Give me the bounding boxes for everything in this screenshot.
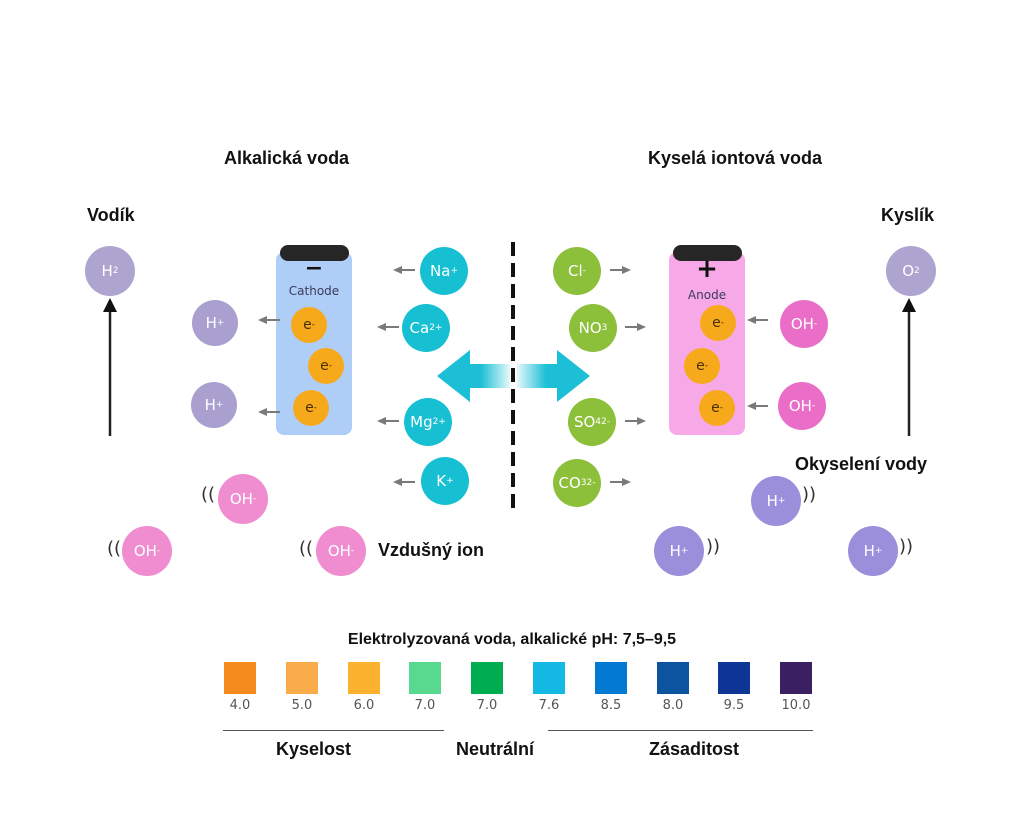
ph-value-label: 8.0 [662,698,684,713]
acidic-ion-water-title: Kyselá iontová voda [648,148,823,168]
arrow-left-small [393,478,415,486]
hydrogen-rise-arrow [103,298,117,436]
arrow-right-small [625,417,646,425]
electron: e- [308,348,344,384]
arrow-left-small [258,408,280,416]
hydroxide-air-ion: OH- [122,526,172,576]
hydroxide-ion: OH- [778,382,826,430]
o2-symbol: O [902,262,915,280]
ph-value-label: 7.0 [414,698,436,713]
ph-swatch [657,662,689,694]
ph-swatch [780,662,812,694]
water-acidification-label: Okyselení vody [795,454,928,474]
hydrogen-ion: H+ [192,300,238,346]
arrow-left-small [747,402,768,410]
arrow-left-small [747,316,768,324]
ph-value-label: 7.6 [538,698,560,713]
ph-swatch [595,662,627,694]
sodium-ion: Na+ [420,247,468,295]
hydrogen-label: Vodík [87,205,135,225]
arrow-right-small [610,266,631,274]
vibration-icon: )) [802,484,817,505]
arrow-left-small [377,323,399,331]
ph-value-label: 4.0 [229,698,251,713]
vibration-icon: )) [899,536,914,557]
arrow-left-small [393,266,415,274]
air-ion-label: Vzdušný ion [378,540,485,560]
electron: e- [293,390,329,426]
arrow-right-small [610,478,631,486]
acidity-bracket-line [223,730,444,731]
ph-swatch [409,662,441,694]
vibration-icon: (( [299,538,314,559]
vibration-icon: (( [107,538,122,559]
diffusion-arrow-right [517,350,590,402]
ph-value-label: 9.5 [723,698,745,713]
ph-value-label: 8.5 [600,698,622,713]
diffusion-arrow-left [437,350,510,402]
electron: e- [291,307,327,343]
electron: e- [684,348,720,384]
acidity-label: Kyselost [276,739,352,759]
vibration-icon: (( [201,484,216,505]
ph-value-label: 6.0 [353,698,375,713]
arrow-head [103,298,117,312]
ph-value-label: 10.0 [781,698,811,713]
electron: e- [700,305,736,341]
alkaline-water-title: Alkalická voda [224,148,350,168]
arrow-head [902,298,916,312]
ph-swatch [224,662,256,694]
anode-cap [673,245,742,261]
ph-value-label: 5.0 [291,698,313,713]
arrow-left-small [377,417,399,425]
cathode-label: Cathode [288,284,340,298]
plus-sign: + [696,254,718,284]
oxygen-rise-arrow [902,298,916,436]
arrow-right-small [625,323,646,331]
arrow-left-small [258,316,280,324]
neutral-label: Neutrální [456,739,535,759]
hydrogen-ion: H+ [191,382,237,428]
hydroxide-air-ion: OH- [316,526,366,576]
ph-scale-title: Elektrolyzovaná voda, alkalické pH: 7,5–… [347,631,677,648]
chloride-ion: Cl- [553,247,601,295]
minus-sign: − [304,256,324,281]
hydroxide-air-ion: OH- [218,474,268,524]
potassium-ion: K+ [421,457,469,505]
electron: e- [699,390,735,426]
alkalinity-label: Zásaditost [649,739,740,759]
ph-swatch [471,662,503,694]
hydrogen-ion-acidification: H+ [751,476,801,526]
ph-swatch [718,662,750,694]
hydrogen-ion-acidification: H+ [848,526,898,576]
ph-value-label: 7.0 [476,698,498,713]
h2-symbol: H [101,262,113,280]
cathode-cap [280,245,349,261]
vibration-icon: )) [706,536,721,557]
ph-swatch [286,662,318,694]
alkalinity-bracket-line [548,730,813,731]
hydroxide-ion: OH- [780,300,828,348]
anode-label: Anode [687,288,727,302]
oxygen-label: Kyslík [881,205,935,225]
ph-swatch [533,662,565,694]
hydrogen-ion-acidification: H+ [654,526,704,576]
ph-swatch [348,662,380,694]
